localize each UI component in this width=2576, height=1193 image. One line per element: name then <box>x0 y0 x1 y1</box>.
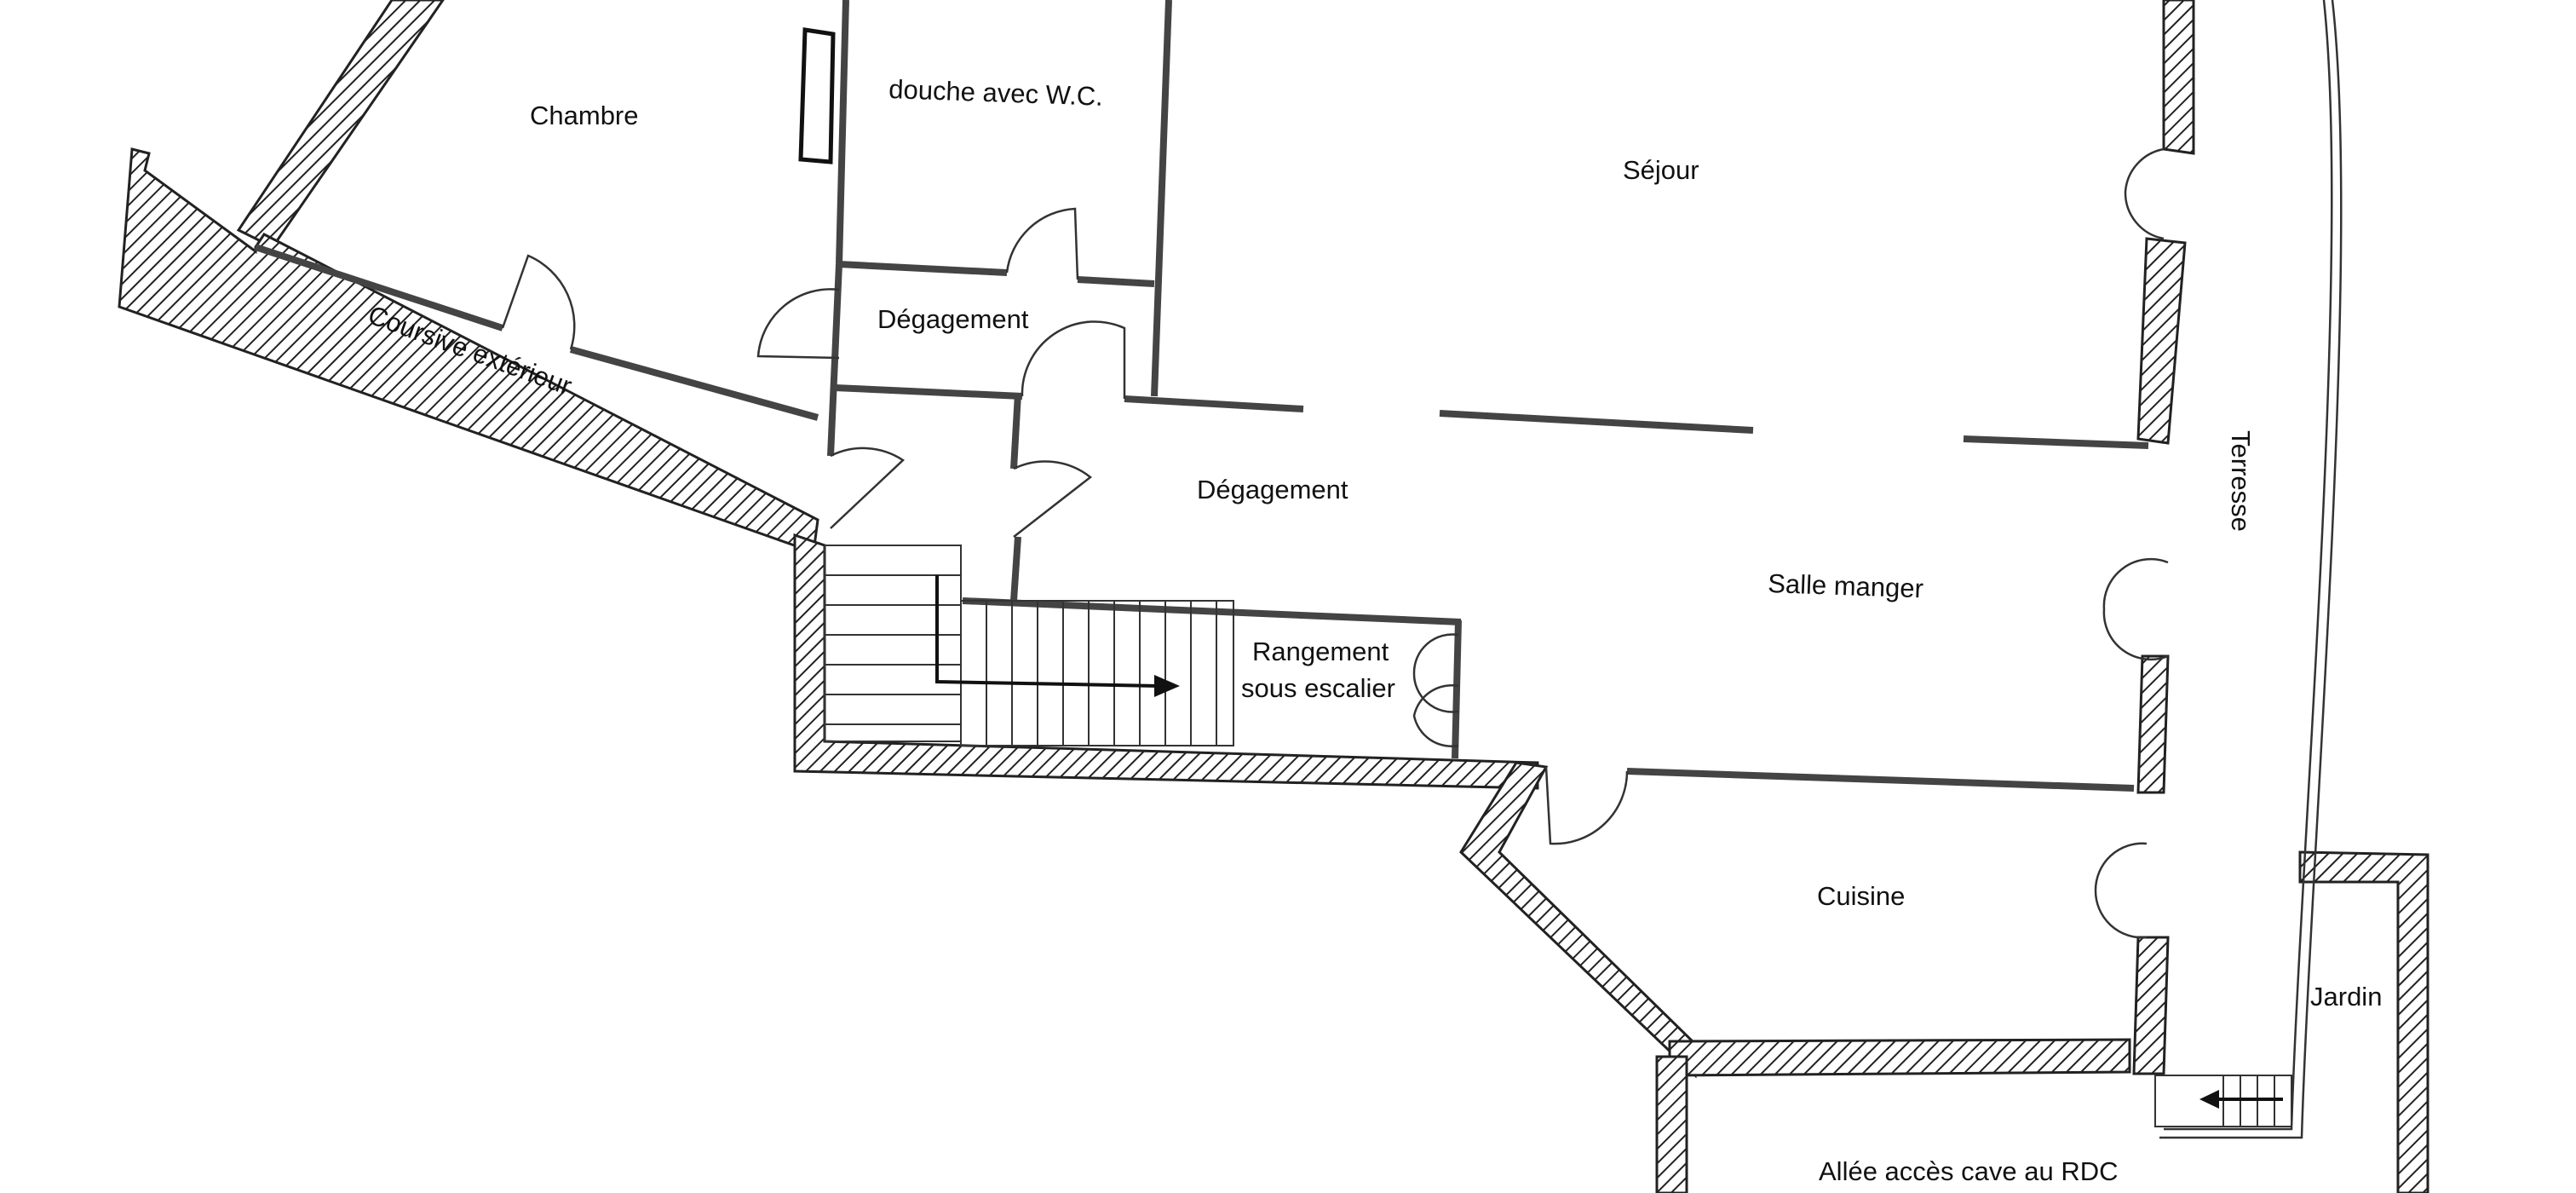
main-staircase <box>824 545 1234 746</box>
door-terrace-3 <box>2094 842 2148 939</box>
door-terrace-1 <box>2124 147 2165 240</box>
room-label-chambre: Chambre <box>530 101 639 130</box>
wall-shower-bottom-a <box>838 261 1008 276</box>
door-degagement-left <box>756 288 840 360</box>
room-label-rangement-1: Rangement <box>1252 637 1389 666</box>
wall-alley-left <box>1655 1055 1688 1193</box>
door-degagement-lower <box>1013 460 1093 538</box>
door-degagement-stair <box>830 447 906 529</box>
wall-right-low <box>2132 936 2170 1075</box>
room-label-jardin: Jardin <box>2310 982 2382 1011</box>
exterior-walls <box>118 0 2429 1193</box>
wall-deg2-left <box>1010 536 1021 602</box>
door-rangement <box>1412 633 1459 747</box>
stair-direction-arrow <box>935 575 1159 688</box>
stair-run <box>960 600 1234 746</box>
wall-garden <box>2298 850 2429 1193</box>
door-shower <box>1005 207 1079 280</box>
wall-right-mid2 <box>2136 654 2170 794</box>
room-label-degagement-haut: Dégagement <box>877 304 1029 334</box>
wall-right-top <box>2162 0 2195 155</box>
wall-rangement-top <box>962 597 1462 625</box>
wall-deg-left <box>827 263 842 457</box>
wall-deg-right <box>1010 393 1021 470</box>
garden-staircase <box>2154 1075 2292 1127</box>
wall-coursive <box>118 147 819 555</box>
room-label-rangement-2: sous escalier <box>1241 673 1395 703</box>
room-label-sejour: Séjour <box>1623 155 1699 185</box>
room-labels: Chambre douche avec W.C. Séjour Coursive… <box>365 74 2383 1186</box>
wall-shower-left <box>836 0 849 265</box>
wall-sejour-b <box>1439 410 1754 434</box>
room-label-degagement-bas: Dégagement <box>1197 475 1348 504</box>
wall-kitchen-bottom <box>1668 1038 2131 1077</box>
wall-rangement-right <box>1452 620 1462 759</box>
wall-shower-bottom-b <box>1077 276 1155 287</box>
doors <box>501 147 2169 939</box>
wall-deg-bottom <box>834 384 1023 400</box>
wall-kitchen-top <box>1626 768 2135 792</box>
wall-bedroom-bottom-a <box>254 244 504 331</box>
wall-right-mid <box>2136 237 2187 445</box>
room-label-cuisine: Cuisine <box>1817 881 1905 911</box>
room-label-terresse: Terresse <box>2226 430 2256 532</box>
terrace-outline <box>2164 0 2333 1131</box>
terrace-inner-outline <box>2159 0 2343 1139</box>
wall-shower-right <box>1151 0 1172 397</box>
wall-bedroom-bottom-b <box>569 346 819 421</box>
door-bedroom <box>501 254 576 350</box>
wall-kitchen-diagonal <box>1459 761 1697 1079</box>
garden-stair-arrowhead <box>2199 1090 2219 1109</box>
door-kitchen <box>1544 766 1629 845</box>
door-degagement-right <box>1021 320 1126 399</box>
interior-walls <box>254 0 2149 792</box>
wall-bedroom-diagonal <box>236 0 445 249</box>
room-label-allee: Allée accès cave au RDC <box>1819 1156 2119 1186</box>
wall-sejour-a <box>1124 395 1304 412</box>
room-label-salle-manger: Salle manger <box>1768 568 1924 603</box>
shower-tray <box>798 27 836 164</box>
stair-arrowhead <box>1154 675 1180 697</box>
door-terrace-2 <box>2102 557 2169 661</box>
room-label-douche: douche avec W.C. <box>888 74 1104 112</box>
wall-sejour-c <box>1963 435 2149 449</box>
